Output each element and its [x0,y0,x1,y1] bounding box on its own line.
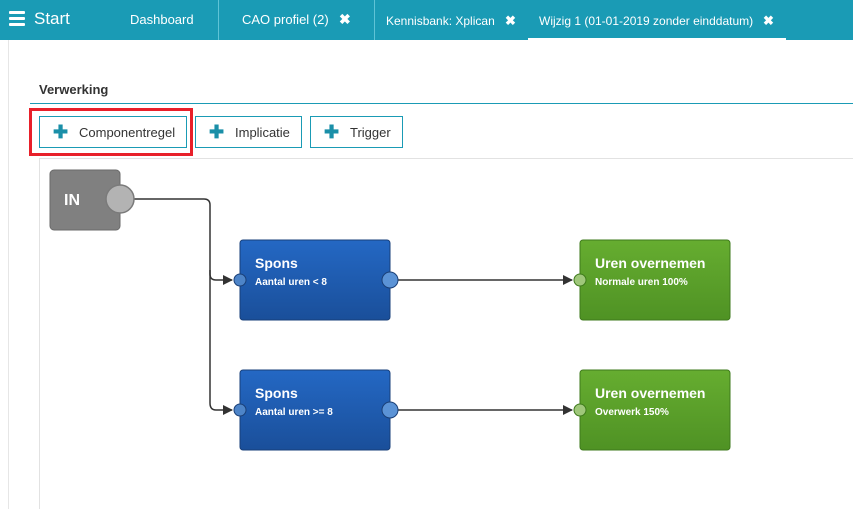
input-port[interactable] [573,403,587,417]
button-label: Trigger [350,125,391,140]
tab-label: CAO profiel (2) [242,12,329,27]
tab-label: Kennisbank: Xplican [386,14,495,28]
tab-kennisbank[interactable]: Kennisbank: Xplican ✖ [374,0,524,40]
tab-label: Dashboard [130,12,194,27]
section-title: Verwerking [39,82,109,97]
connector-in-spons-2[interactable] [209,270,233,415]
start-link[interactable]: Start [34,9,70,28]
plus-icon: ✚ [209,122,225,142]
add-implicatie-button[interactable]: ✚ Implicatie [195,116,302,148]
node-subtitle: Aantal uren < 8 [255,277,327,288]
menu-icon[interactable] [9,11,25,27]
add-trigger-button[interactable]: ✚ Trigger [310,116,403,148]
node-subtitle: Overwerk 150% [595,407,669,418]
node-title: Uren overnemen [595,385,705,401]
uren-overnemen-node-1[interactable]: Uren overnemen Normale uren 100% [573,239,731,321]
output-port[interactable] [381,271,399,289]
page-border [8,40,9,509]
tab-label: Wijzig 1 (01-01-2019 zonder einddatum) [539,14,754,28]
spons-node-1[interactable]: Spons Aantal uren < 8 [233,239,399,321]
tab-cao-profiel[interactable]: CAO profiel (2) ✖ [218,0,364,40]
in-node[interactable]: IN [49,169,135,231]
node-title: Spons [255,255,298,271]
node-title: Spons [255,385,298,401]
top-navigation-bar: Start Dashboard CAO profiel (2) ✖ Kennis… [0,0,853,40]
output-port[interactable] [381,401,399,419]
input-port[interactable] [573,273,587,287]
input-port[interactable] [233,273,247,287]
in-output-port[interactable] [105,184,135,214]
spons-node-2[interactable]: Spons Aantal uren >= 8 [233,369,399,451]
button-label: Implicatie [235,125,290,140]
in-node-label: IN [64,192,80,209]
button-label: Componentregel [79,125,176,140]
node-subtitle: Aantal uren >= 8 [255,407,333,418]
node-subtitle: Normale uren 100% [595,277,688,288]
plus-icon: ✚ [324,122,340,142]
input-port[interactable] [233,403,247,417]
canvas-border-left [39,158,40,509]
close-icon[interactable]: ✖ [339,11,351,27]
canvas-border-top [39,158,853,159]
add-componentregel-button[interactable]: ✚ Componentregel [39,116,187,148]
tab-dashboard[interactable]: Dashboard [118,0,208,40]
connector-in-spons-1[interactable] [120,198,233,285]
close-icon[interactable]: ✖ [505,13,516,28]
section-divider [30,103,853,104]
uren-overnemen-node-2[interactable]: Uren overnemen Overwerk 150% [573,369,731,451]
tab-wijzig[interactable]: Wijzig 1 (01-01-2019 zonder einddatum) ✖ [528,0,786,40]
close-icon[interactable]: ✖ [763,13,774,28]
node-title: Uren overnemen [595,255,705,271]
plus-icon: ✚ [53,122,69,142]
